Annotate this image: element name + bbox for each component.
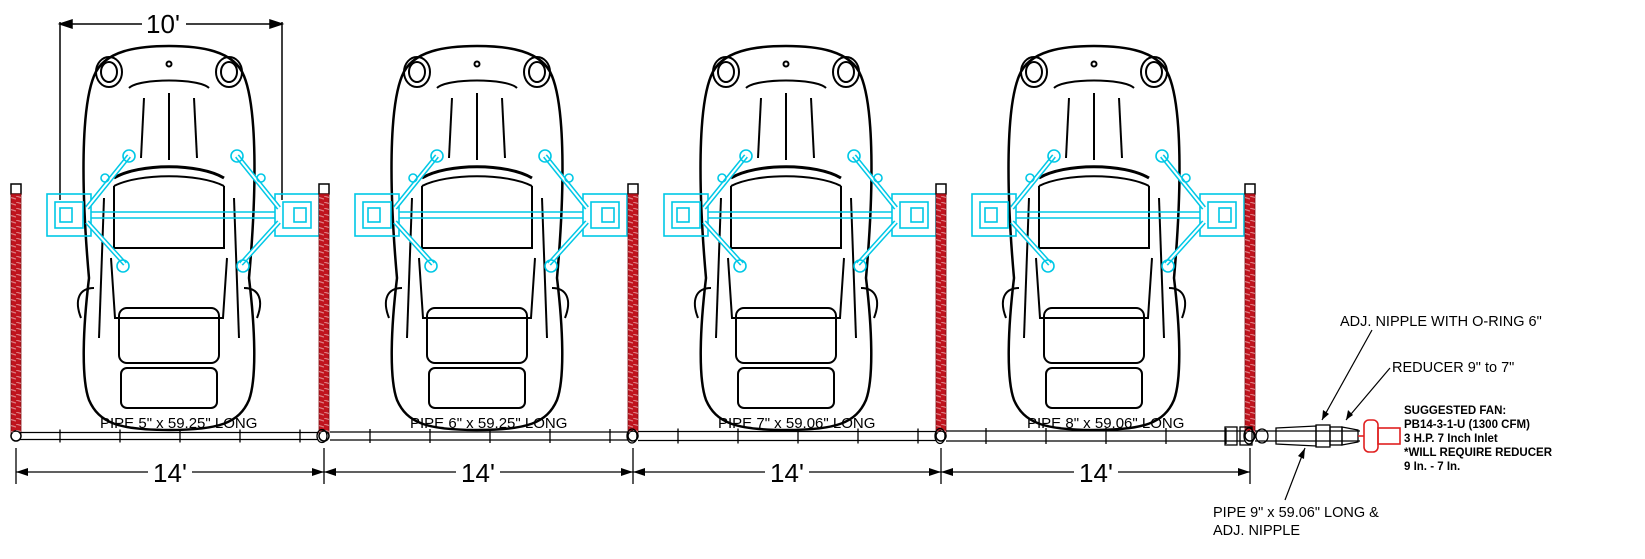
pipe-label-2: PIPE 6" x 59.25" LONG xyxy=(410,415,567,432)
car-top-view-icon xyxy=(693,44,879,432)
exhaust-hose-reel-icon xyxy=(935,183,947,442)
pipe-label-1: PIPE 5" x 59.25" LONG xyxy=(100,415,257,432)
car-top-view-icon xyxy=(1001,44,1187,432)
exhaust-hose-reel-icon xyxy=(10,183,22,442)
bay-1 xyxy=(47,44,319,432)
spacing-label-2: 14' xyxy=(461,458,495,488)
last-pipe-callout-line1: PIPE 9" x 59.06" LONG & xyxy=(1213,505,1379,521)
last-pipe-arrow xyxy=(1298,448,1305,459)
nipple-arrow xyxy=(1322,410,1329,420)
reducer-callout: REDUCER 9" to 7" xyxy=(1392,360,1514,376)
bay-4 xyxy=(972,44,1244,432)
car-top-view-icon xyxy=(76,44,262,432)
fan-note-line5: 9 In. - 7 In. xyxy=(1404,461,1460,473)
exhaust-fan-icon xyxy=(1358,419,1401,453)
fan-note-line3: 3 H.P. 7 Inch Inlet xyxy=(1404,433,1498,445)
bay-width-label: 10' xyxy=(146,9,180,39)
fan-note-line2: PB14-3-1-U (1300 CFM) xyxy=(1404,419,1530,431)
reducer-arrow xyxy=(1346,410,1353,420)
fan-note-line4: *WILL REQUIRE REDUCER xyxy=(1404,447,1553,459)
callout-leaders xyxy=(1284,329,1391,501)
bay-3 xyxy=(664,44,936,432)
nipple-callout: ADJ. NIPPLE WITH O-RING 6" xyxy=(1340,314,1542,330)
last-pipe-callout-line2: ADJ. NIPPLE xyxy=(1213,523,1300,539)
pipe-label-3: PIPE 7" x 59.06" LONG xyxy=(718,415,875,432)
exhaust-hose-reel-icon xyxy=(627,183,639,442)
exhaust-hose-reel-icon xyxy=(318,183,330,442)
exhaust-pipe-run xyxy=(20,424,1360,448)
bay-spacing-dimensions xyxy=(15,448,1251,484)
pipe-label-4: PIPE 8" x 59.06" LONG xyxy=(1027,415,1184,432)
service-bays xyxy=(47,44,1244,432)
spacing-label-1: 14' xyxy=(153,458,187,488)
bay-2 xyxy=(355,44,627,432)
bay-width-dimension xyxy=(57,18,285,200)
spacing-label-4: 14' xyxy=(1079,458,1113,488)
exhaust-hose-reels xyxy=(10,183,1256,442)
fan-note-line1: SUGGESTED FAN: xyxy=(1404,405,1506,417)
spacing-label-3: 14' xyxy=(770,458,804,488)
car-top-view-icon xyxy=(384,44,570,432)
exhaust-hose-reel-icon xyxy=(1244,183,1256,442)
